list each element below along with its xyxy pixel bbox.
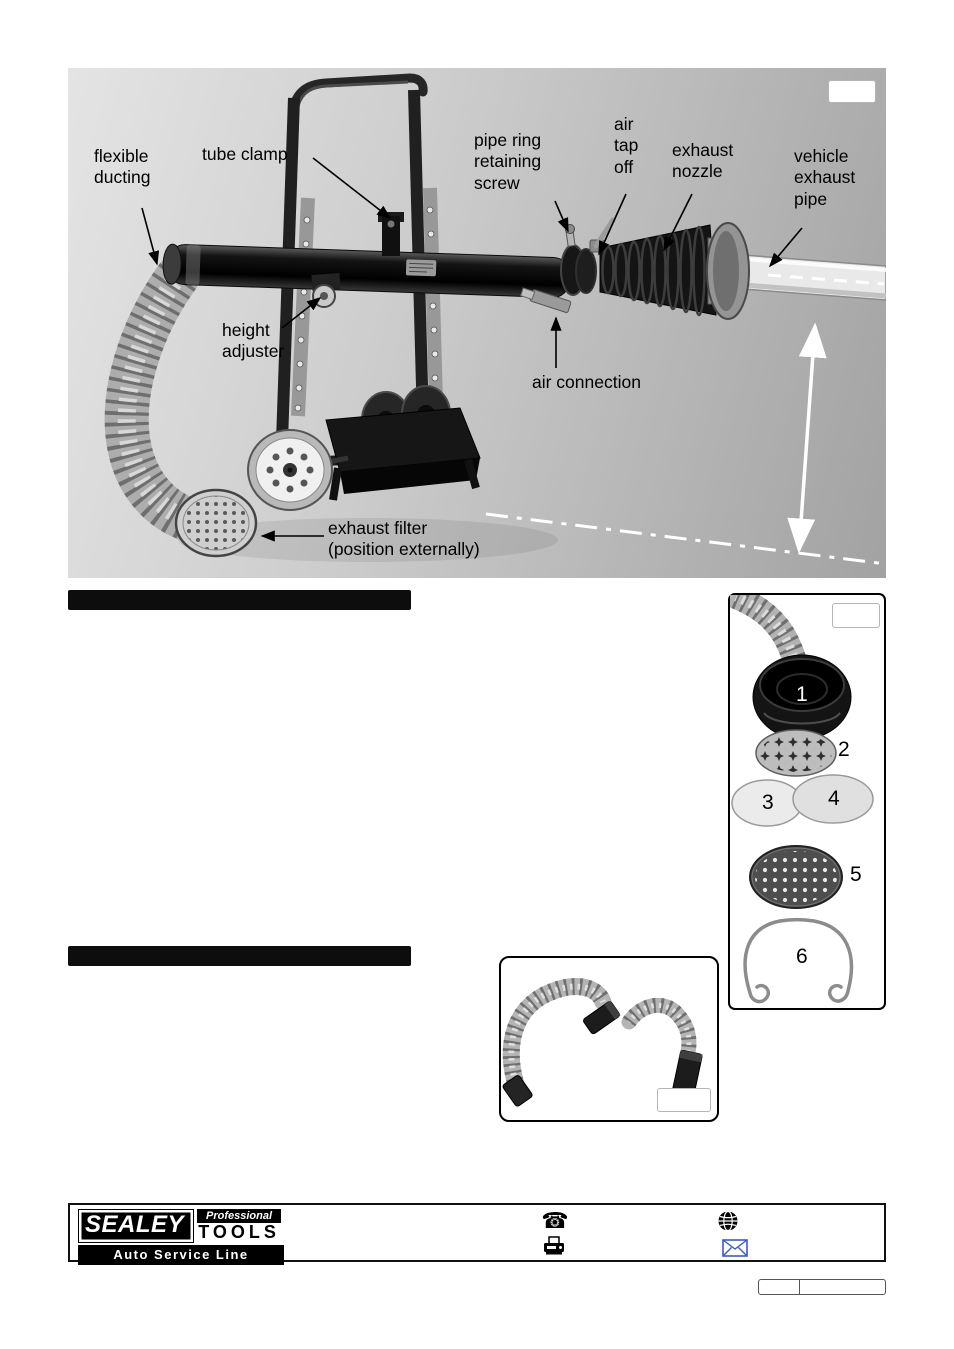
- page-number-cell-left: [759, 1280, 800, 1294]
- part-adaptor-ring: [752, 654, 852, 740]
- brand-tagline: Auto Service Line: [78, 1245, 284, 1265]
- vehicle-exhaust-pipe-part: [729, 253, 886, 301]
- part-number-6: 6: [796, 945, 808, 968]
- label-tube-clamp: tube clamp: [202, 144, 288, 164]
- page-number-cell-right: [800, 1280, 885, 1294]
- exhaust-nozzle-bellows: [599, 224, 717, 317]
- label-exhaust-filter: exhaust filter (position externally): [328, 518, 480, 560]
- figure3-tag-box: [657, 1088, 711, 1112]
- pipe-ring-connector: [560, 217, 616, 296]
- base-plate: [325, 407, 481, 501]
- reference-lines: [485, 273, 886, 566]
- figure2-tag-box: [832, 603, 880, 628]
- main-tube: [162, 243, 571, 298]
- label-flexible-ducting: flexible ducting: [94, 146, 151, 188]
- part-number-4: 4: [828, 787, 840, 810]
- brand-professional: Professional: [197, 1209, 282, 1224]
- section-bar-2: [68, 946, 411, 966]
- part-number-2: 2: [838, 738, 850, 761]
- page-number-box: [758, 1279, 886, 1295]
- phone-icon: ☎: [541, 1208, 569, 1233]
- label-height-adjuster: height adjuster: [222, 320, 285, 362]
- part-number-3: 3: [762, 791, 774, 814]
- part-wire-clip: [743, 917, 854, 1004]
- part-star-disc: [755, 729, 837, 777]
- figure1-tag-box: [828, 80, 876, 103]
- brand-tools: TOOLS: [198, 1222, 280, 1243]
- figure-main-illustration: flexible ducting tube clamp pipe ring re…: [68, 68, 886, 578]
- hose-assembly-right: [621, 997, 703, 1096]
- figure-hose-panel: [499, 956, 719, 1122]
- sealey-logo: SEALEY Professional TOOLS Auto Service L…: [78, 1209, 284, 1265]
- part-filter-pad-right: [792, 774, 874, 824]
- hose-assembly-left: [502, 978, 621, 1107]
- envelope-icon: [720, 1238, 750, 1258]
- globe-icon: [716, 1209, 740, 1233]
- section-bar-1: [68, 590, 411, 610]
- flexible-ducting-hose: [104, 254, 230, 546]
- label-exhaust-nozzle: exhaust nozzle: [672, 140, 734, 182]
- front-wheel: [247, 429, 349, 511]
- label-air-connection: air connection: [532, 372, 641, 392]
- nozzle-cup: [706, 222, 750, 320]
- part-number-1: 1: [796, 683, 808, 706]
- exhaust-extractor-drawing: [104, 73, 886, 566]
- hoses-drawing: [502, 978, 703, 1107]
- part-number-5: 5: [850, 863, 862, 886]
- exhaust-filter-disc: [174, 488, 258, 558]
- floor-shadow: [178, 518, 558, 562]
- brand-wordmark: SEALEY: [78, 1209, 195, 1243]
- label-pipe-ring-retaining-screw: pipe ring retaining screw: [474, 130, 542, 193]
- label-arrows: [141, 157, 803, 542]
- fax-icon: [540, 1235, 568, 1257]
- label-air-tap-off: air tap off: [614, 114, 639, 177]
- label-vehicle-exhaust-pipe: vehicle exhaust pipe: [794, 146, 856, 209]
- tube-clamp-part: [378, 212, 404, 256]
- footer-bar: SEALEY Professional TOOLS Auto Service L…: [68, 1203, 886, 1265]
- part-hose: [730, 595, 808, 677]
- air-connection-fitting: [520, 287, 572, 313]
- parts-drawing: [730, 595, 874, 1004]
- part-perforated-disc: [749, 845, 843, 909]
- figure-parts-panel: 1 2 3 4 5 6: [728, 593, 886, 1010]
